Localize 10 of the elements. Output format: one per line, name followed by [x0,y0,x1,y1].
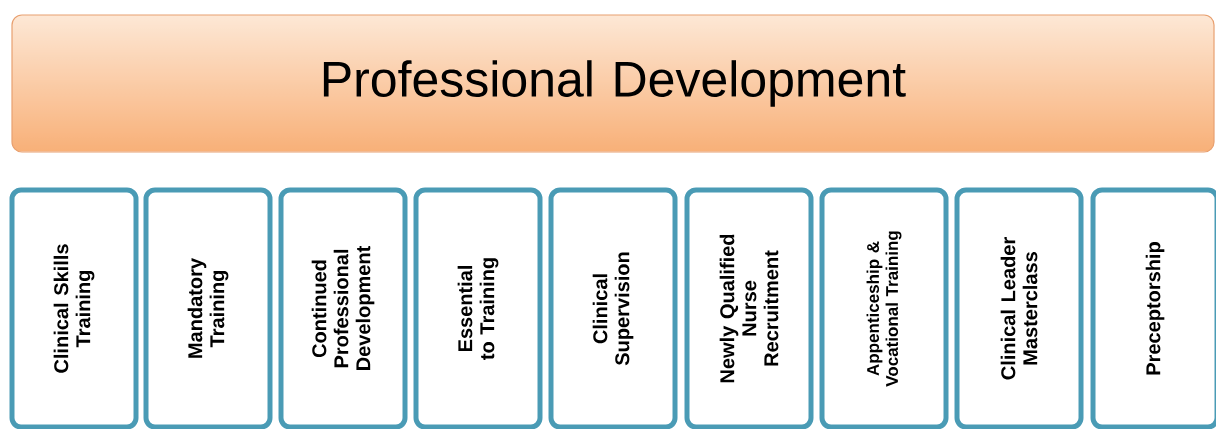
category-box: Essential to Training [413,187,543,429]
category-box: Appenticeship & Vocational Training [819,187,949,429]
category-box: Clinical Leader Masterclass [954,187,1084,429]
category-box: Preceptorship [1090,187,1216,429]
title-banner: Professional Development [11,14,1215,153]
category-box: Clinical Skills Training [9,187,139,429]
category-box: Mandatory Training [143,187,273,429]
category-box: Newly Qualified Nurse Recruitment [684,187,814,429]
category-box: Clinical Supervision [548,187,678,429]
category-box: Continued Professional Development [278,187,408,429]
